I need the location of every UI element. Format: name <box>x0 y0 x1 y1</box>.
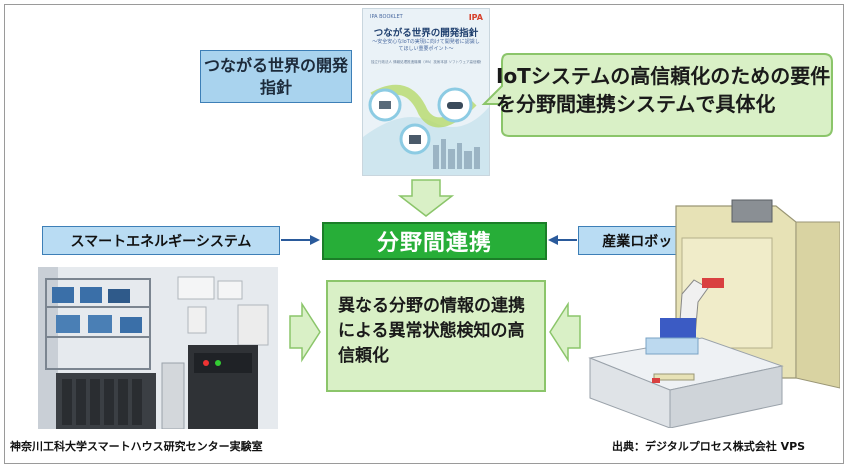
down-arrow <box>397 179 455 217</box>
callout-text: IoTシステムの高信頼化のための要件を分野間連携システムで具体化 <box>496 64 831 116</box>
callout-bubble <box>481 53 833 137</box>
smart-house-lab-photo <box>38 267 278 429</box>
guideline-title-box: つながる世界の開発指針 <box>200 50 352 103</box>
book-header: IPA BOOKLET <box>370 14 403 20</box>
right-chevron-arrow <box>549 301 581 363</box>
inter-field-collaboration-box: 分野間連携 <box>322 222 547 260</box>
guideline-book-cover: IPA BOOKLET IPA つながる世界の開発指針 ～安全安心なIoTの実現… <box>362 8 490 176</box>
book-logo: IPA <box>468 13 483 22</box>
book-subtitle: ～安全安心なIoTの実現に向けて開発者に認識してほしい重要ポイント～ <box>372 39 480 52</box>
caption-source: 出典：デジタルプロセス株式会社 VPS <box>612 440 806 453</box>
diagram-frame <box>4 4 844 464</box>
smart-energy-system-box: スマートエネルギーシステム <box>42 226 280 255</box>
anomaly-detection-box: 異なる分野の情報の連携による異常状態検知の高信頼化 <box>326 280 546 392</box>
caption-lab: 神奈川工科大学スマートハウス研究センター実験室 <box>10 440 263 453</box>
industrial-robot-render <box>582 198 840 428</box>
book-illustration <box>363 84 489 175</box>
book-title: つながる世界の開発指針 <box>373 28 479 39</box>
left-chevron-arrow <box>289 301 321 363</box>
book-footer: 独立行政法人 情報処理推進機構（IPA）技術本部 ソフトウェア高信頼化センター <box>371 60 481 64</box>
